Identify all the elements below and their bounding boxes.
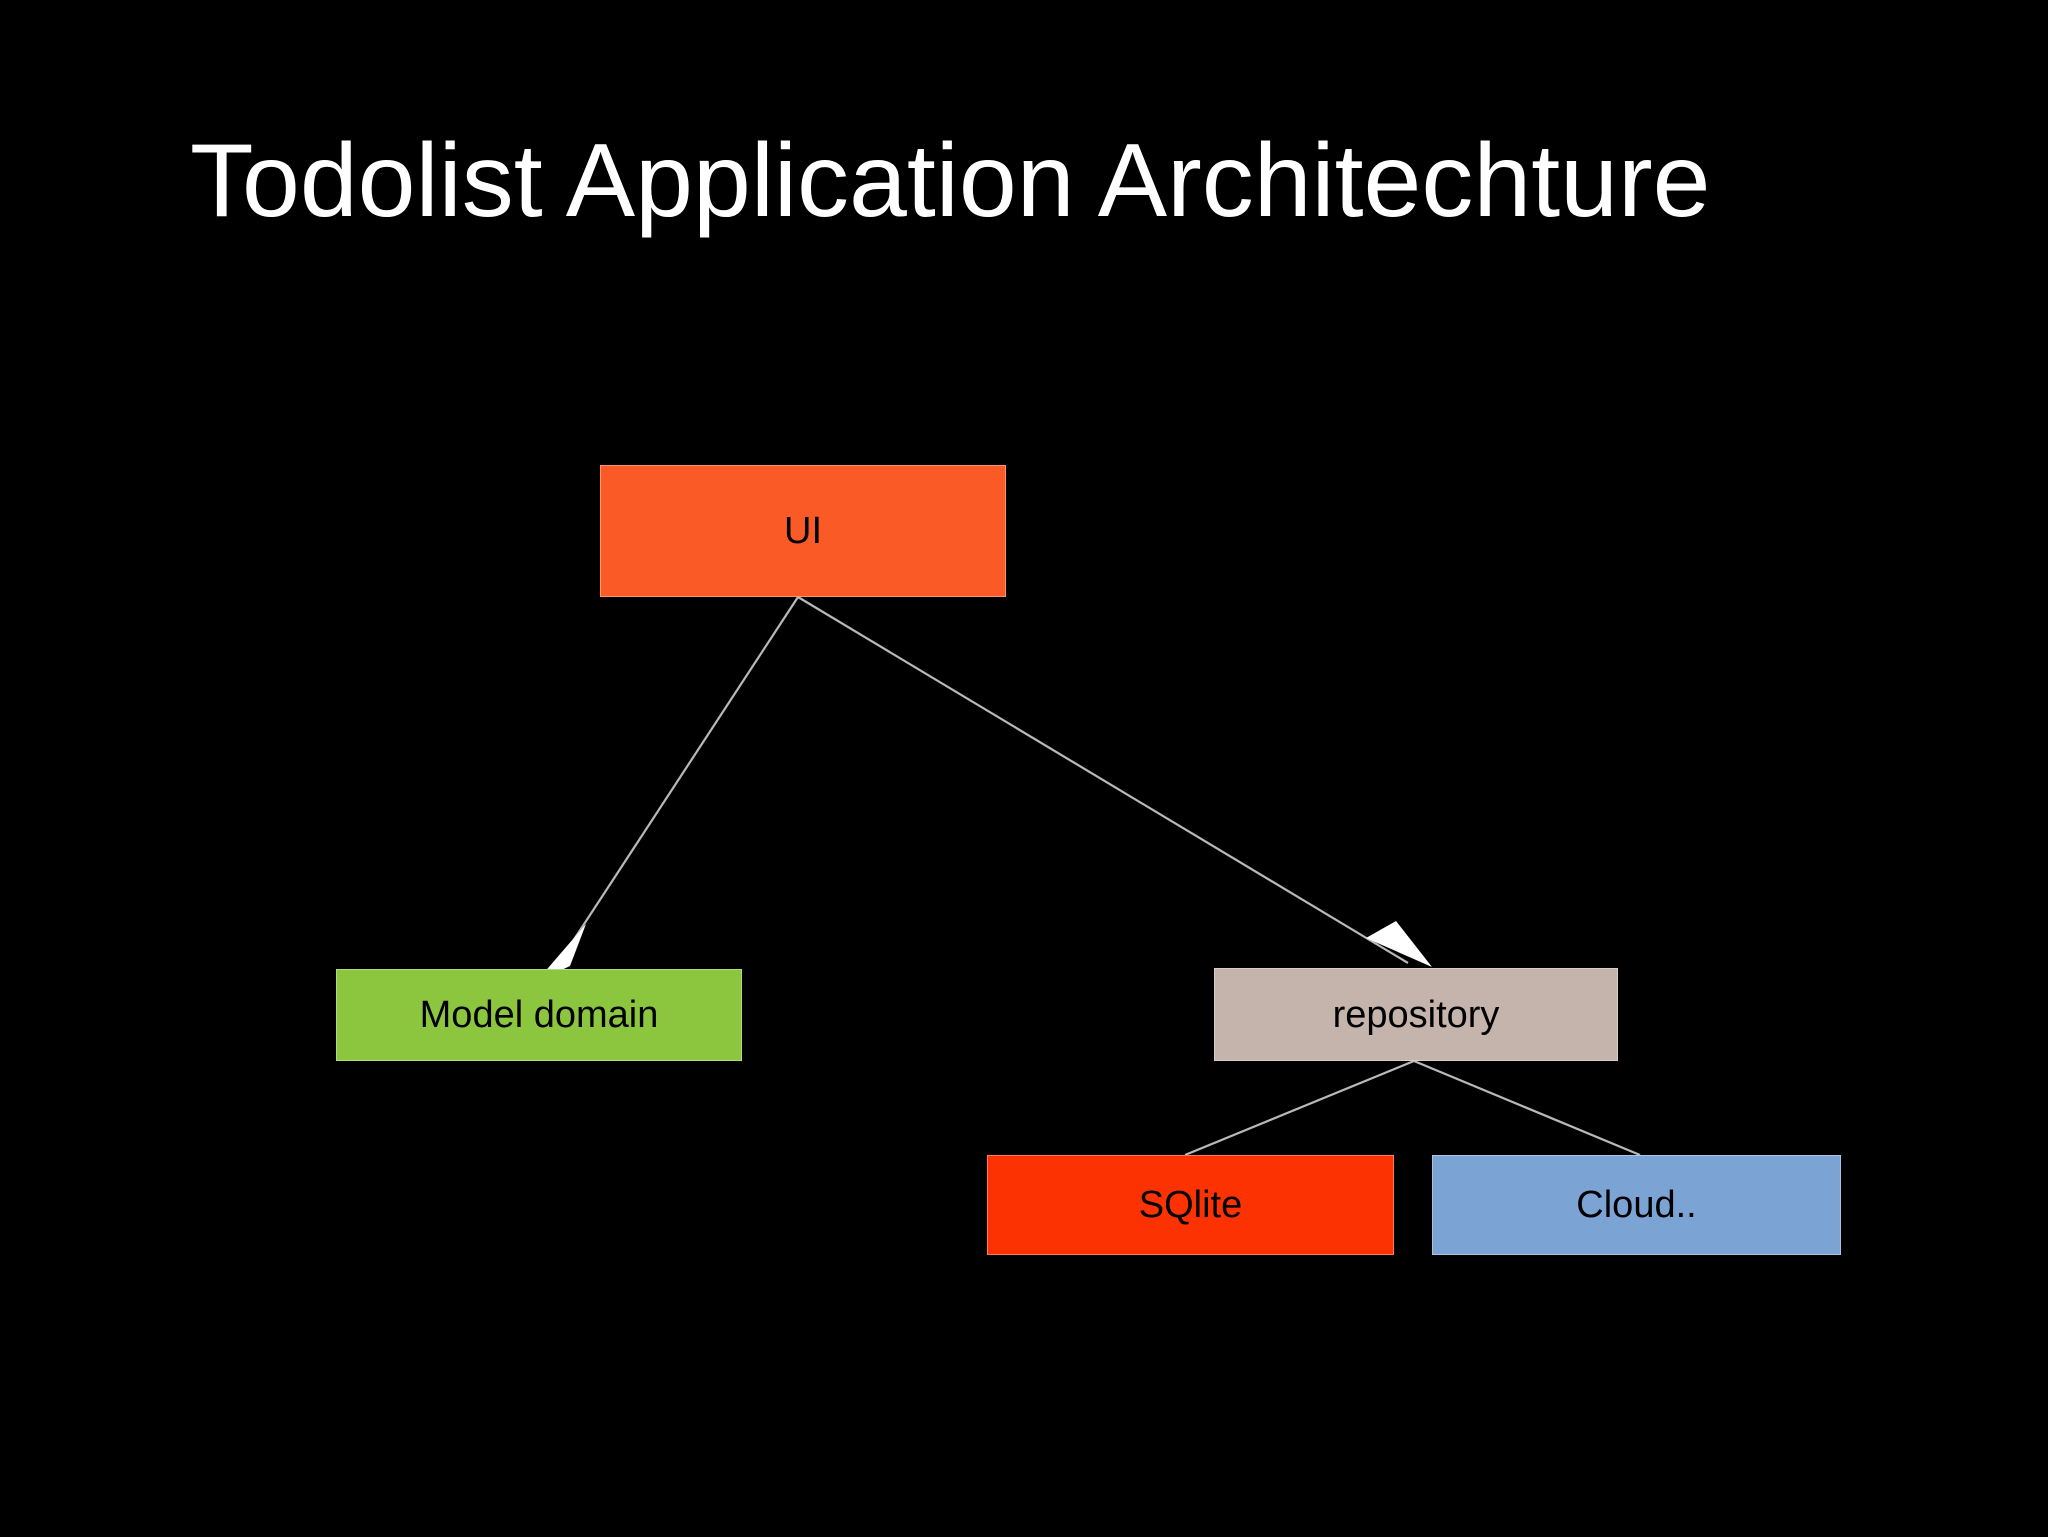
node-model-domain-label: Model domain — [419, 994, 659, 1036]
edge-repository-to-sqlite — [1184, 1059, 1415, 1157]
node-sqlite-label: SQlite — [1138, 1184, 1243, 1226]
page-title: Todolist Application Architechture — [190, 123, 1711, 239]
node-model-domain[interactable]: Model domain — [336, 969, 742, 1061]
node-repository-label: repository — [1332, 993, 1500, 1036]
edge-repository-to-cloud — [1413, 1059, 1641, 1157]
edge-ui-to-repository — [797, 596, 1432, 967]
node-ui-label: UI — [784, 510, 822, 552]
node-sqlite[interactable]: SQlite — [987, 1155, 1394, 1255]
node-repository[interactable]: repository — [1214, 968, 1618, 1061]
node-ui[interactable]: UI — [600, 465, 1006, 597]
node-cloud[interactable]: Cloud.. — [1432, 1155, 1841, 1255]
node-cloud-label: Cloud.. — [1576, 1184, 1697, 1226]
edge-ui-to-model-domain — [536, 596, 799, 982]
